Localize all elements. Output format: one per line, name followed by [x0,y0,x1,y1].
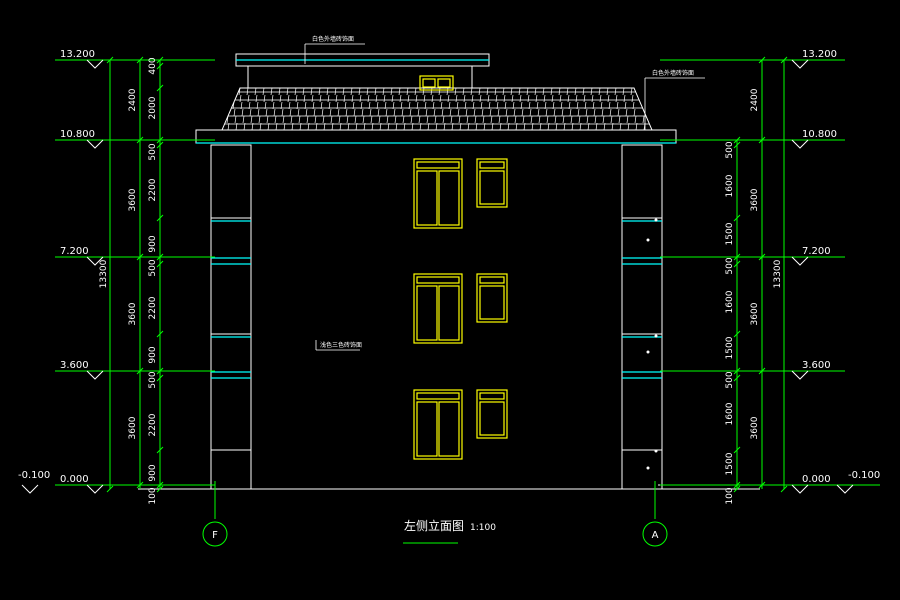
elevation-label-right-minus: -0.100 [848,470,880,481]
elevation-markers [21,59,854,494]
pilaster-markers [646,218,658,470]
dimension-lines [55,59,880,544]
elevation-label-right: 13.200 [802,49,837,60]
axis-label-a: A [652,530,659,541]
dim-right-inner: 1600 [725,174,735,197]
dim-left-mid: 2400 [128,88,138,111]
roof-vent-window [419,75,454,91]
dim-left-mid: 3600 [128,416,138,439]
drawing-title: 左侧立面图 [404,518,464,533]
dim-left-inner: 2000 [148,96,158,119]
window-floor2-left [413,273,463,344]
dim-right-inner: 1500 [725,452,735,475]
axis-label-f: F [212,530,218,541]
dim-left-inner: 900 [148,346,158,363]
axis-bubble-a: A [642,521,668,547]
dim-right-mid: 2400 [750,88,760,111]
dim-left-inner: 500 [148,259,158,276]
elevation-label-right: 7.200 [802,246,831,257]
cyan-bands [196,59,676,379]
dim-right-inner: 1500 [725,222,735,245]
dim-left-inner: 2200 [148,296,158,319]
left-pilaster [210,144,252,490]
window-floor2-right [476,273,508,323]
elevation-label-left-minus: -0.100 [18,470,50,481]
dim-left-inner: 2200 [148,178,158,201]
elevation-label-right: 0.000 [802,474,831,485]
dim-left-inner: 500 [148,143,158,160]
elevation-label-right: 3.600 [802,360,831,371]
elevation-label-left: 7.200 [60,246,89,257]
dim-left-inner: 900 [148,235,158,252]
dim-right-inner: 500 [725,257,735,274]
note-roof-top: 白色外墙砖饰面 [312,35,354,43]
dim-right-mid: 3600 [750,416,760,439]
dim-left-total: 13300 [99,259,109,288]
eave-fascia [195,129,677,144]
roof-tiles [224,87,650,131]
dim-right-inner: 1600 [725,290,735,313]
elevation-label-right: 10.800 [802,129,837,140]
note-wall: 浅色三色砖饰面 [320,341,362,349]
window-floor3-right [476,158,508,208]
dim-left-inner: 500 [148,371,158,388]
window-floor1-left [413,389,463,460]
window-floor1-right [476,389,508,439]
dim-left-mid: 3600 [128,302,138,325]
drawing-scale: 1:100 [470,523,496,533]
elevation-label-left: 0.000 [60,474,89,485]
dim-right-inner: 1600 [725,402,735,425]
elevation-label-left: 10.800 [60,129,95,140]
dim-left-inner: 100 [148,487,158,504]
elevation-label-left: 3.600 [60,360,89,371]
elevation-labels-right: 13.200 10.800 7.200 3.600 0.000 -0.100 [802,49,880,485]
right-pilaster [621,144,663,490]
windows [413,75,508,460]
dim-right-mid: 3600 [750,302,760,325]
dim-right-inner: 100 [725,487,735,504]
dim-right-mid: 3600 [750,188,760,211]
elevation-labels-left: 13.200 10.800 7.200 3.600 0.000 -0.100 [18,49,95,485]
dim-left-inner: 900 [148,464,158,481]
dimension-labels: 400 2000 500 2200 900 500 2200 900 500 2200 900 100… [99,57,783,504]
dim-left-inner: 400 [148,57,158,74]
dim-right-inner: 500 [725,141,735,158]
note-leaders [304,43,705,351]
dimension-ticks [106,56,788,493]
note-roof-right: 白色外墙砖饰面 [652,69,694,77]
elevation-label-left: 13.200 [60,49,95,60]
dim-right-total: 13300 [773,259,783,288]
dim-right-inner: 1500 [725,336,735,359]
dim-right-inner: 500 [725,371,735,388]
building-outline [138,53,760,490]
dim-left-mid: 3600 [128,188,138,211]
window-floor3-left [413,158,463,229]
dim-left-inner: 2200 [148,413,158,436]
axis-bubble-f: F [202,521,228,547]
